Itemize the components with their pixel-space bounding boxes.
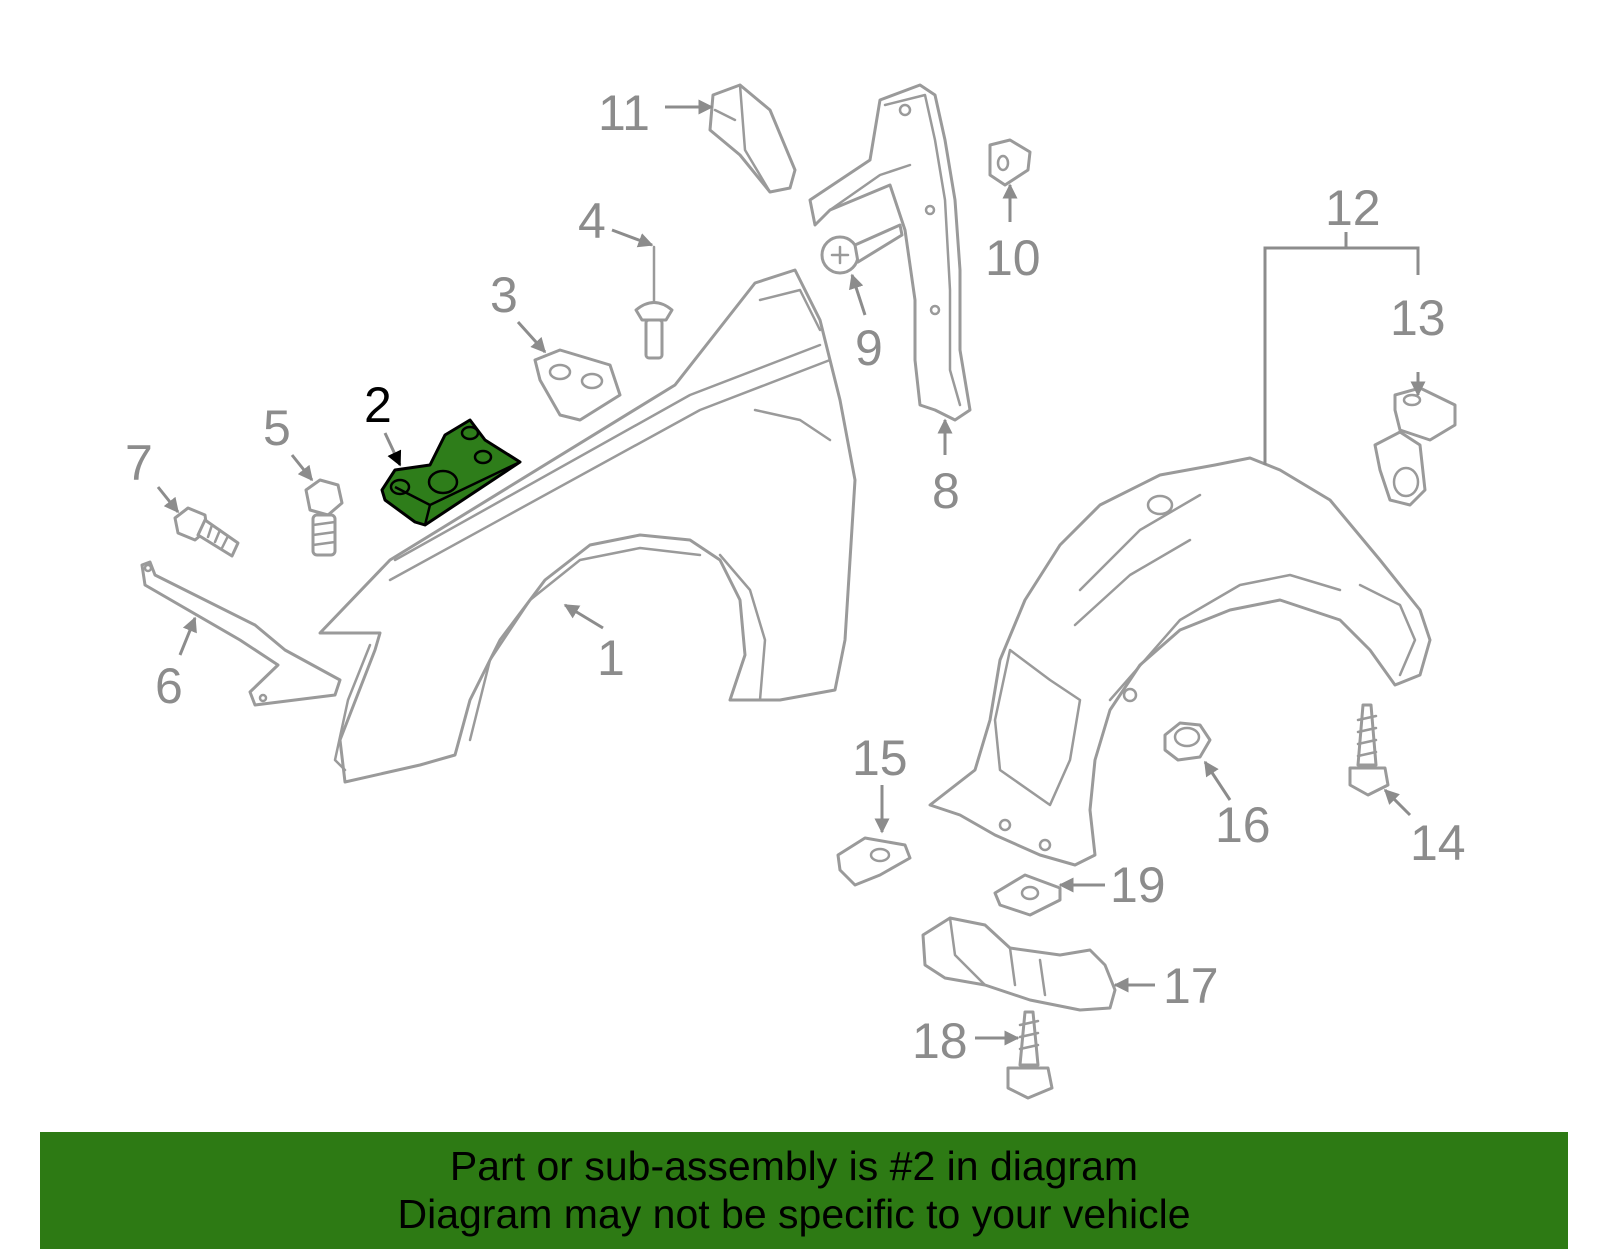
parts-diagram: 1 2 3 4 5 6 7 8 9 10 11 12 13 14 15 16 1…: [125, 83, 1466, 1100]
callout-labels: 1 2 3 4 5 6 7 8 9 10 11 12 13 14 15 16 1…: [125, 85, 1466, 1069]
callout-8: 8: [932, 463, 960, 519]
callout-1: 1: [597, 630, 625, 686]
screw-part-18[interactable]: [1006, 1010, 1054, 1100]
banner-line-1: Part or sub-assembly is #2 in diagram: [449, 1143, 1139, 1189]
callout-2: 2: [364, 377, 392, 433]
clip-part-10[interactable]: [988, 138, 1032, 187]
clip-part-15[interactable]: [836, 836, 912, 887]
callout-17: 17: [1163, 958, 1219, 1014]
banner-line-2: Diagram may not be specific to your vehi…: [397, 1191, 1191, 1237]
deflector-part-17[interactable]: [921, 916, 1117, 1012]
callout-13: 13: [1390, 290, 1446, 346]
bracket-part-11[interactable]: [708, 83, 797, 194]
callout-11: 11: [598, 85, 650, 141]
callout-14: 14: [1410, 815, 1466, 871]
screw-part-14[interactable]: [1348, 703, 1390, 797]
callout-5: 5: [263, 400, 291, 456]
callout-7: 7: [125, 435, 153, 491]
callout-10: 10: [985, 230, 1041, 286]
nut-part-16[interactable]: [1163, 721, 1212, 762]
stud-part-7[interactable]: [173, 506, 240, 558]
callout-19: 19: [1110, 857, 1166, 913]
callout-15: 15: [852, 730, 908, 786]
rail-part-8[interactable]: [808, 83, 972, 422]
clip-part-4[interactable]: [634, 245, 674, 360]
rail-part-6[interactable]: [140, 560, 342, 707]
callout-16: 16: [1215, 797, 1271, 853]
callout-9: 9: [855, 320, 883, 376]
bolt-part-5[interactable]: [304, 478, 344, 557]
clip-part-19[interactable]: [993, 873, 1062, 917]
callout-18: 18: [912, 1013, 968, 1069]
callout-3: 3: [490, 267, 518, 323]
liner-part-12[interactable]: [928, 456, 1432, 867]
callout-4: 4: [578, 193, 606, 249]
leader-lines: [156, 99, 1426, 1046]
fender-part-1[interactable]: [318, 268, 857, 784]
bracket-part-2[interactable]: [380, 418, 522, 527]
info-banner: Part or sub-assembly is #2 in diagram Di…: [40, 1132, 1568, 1249]
bracket-part-3[interactable]: [533, 348, 622, 422]
screw-part-9[interactable]: [820, 223, 904, 275]
callout-6: 6: [155, 658, 183, 714]
clip-part-13[interactable]: [1373, 386, 1457, 507]
callout-12: 12: [1325, 180, 1381, 236]
